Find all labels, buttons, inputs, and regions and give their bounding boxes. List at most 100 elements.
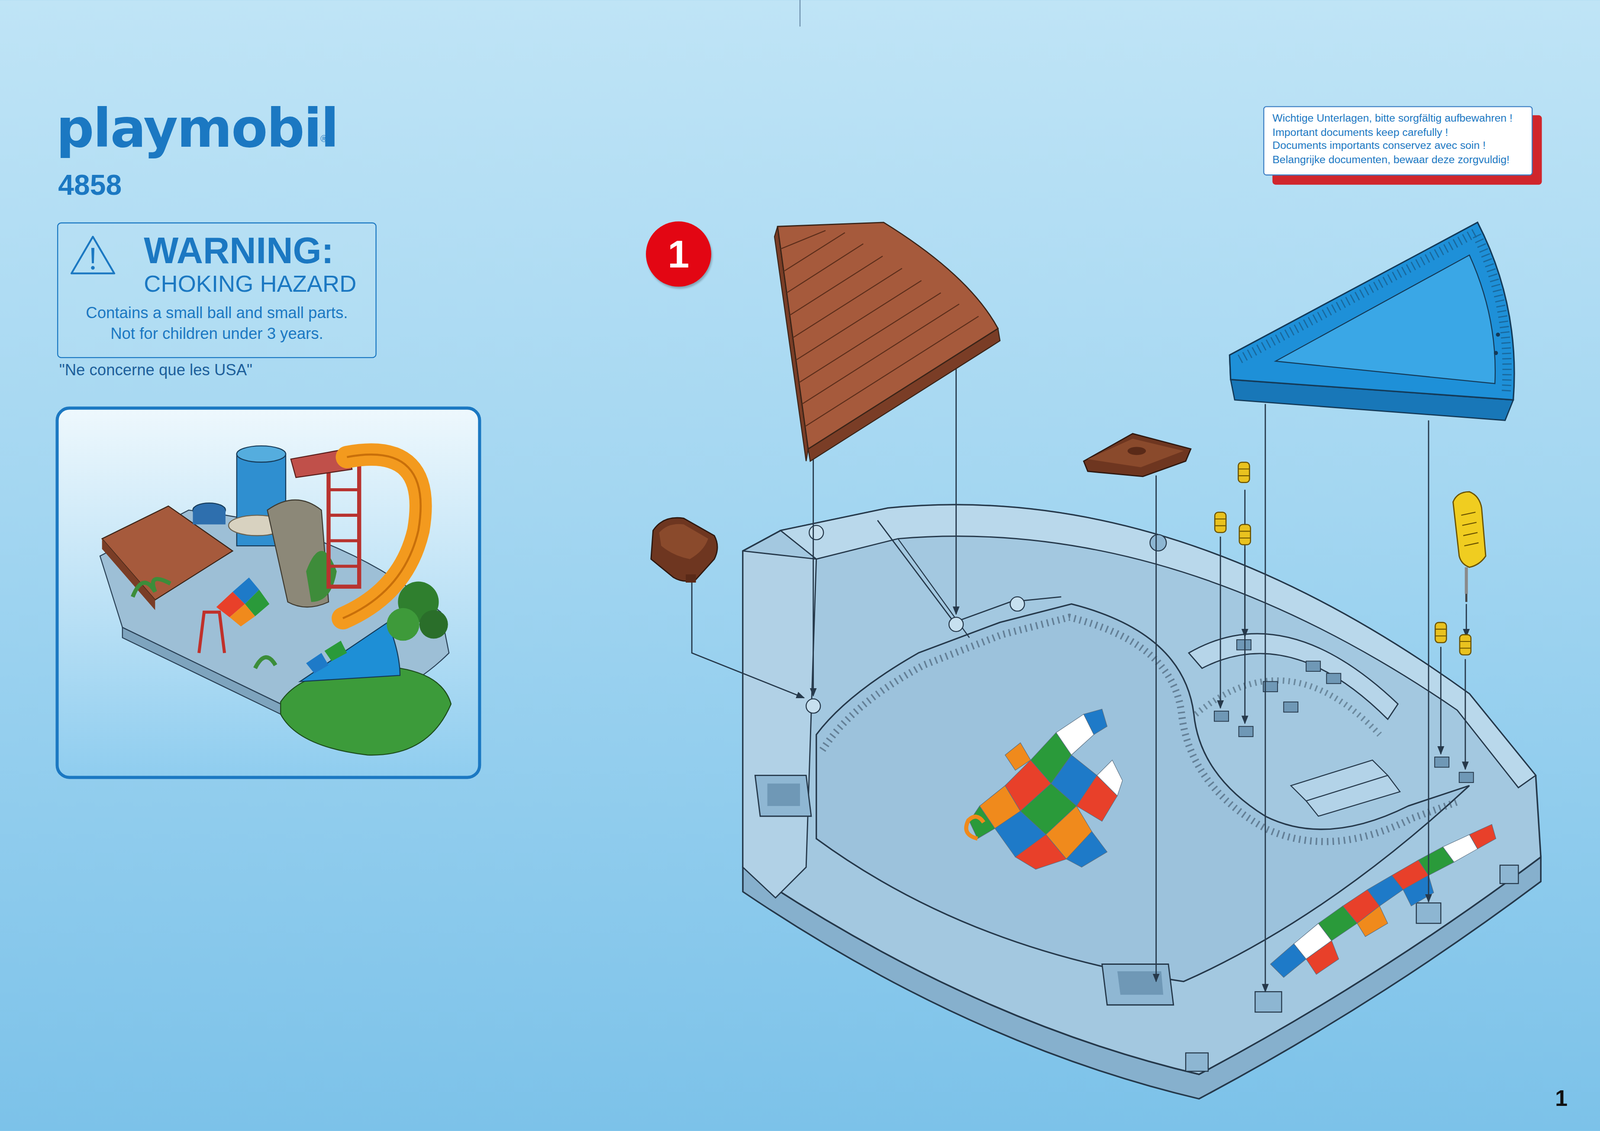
yellow-pin xyxy=(1435,622,1447,643)
yellow-pin xyxy=(1238,462,1250,483)
base-tray xyxy=(897,538,970,639)
notice-line: Documents importants conservez avec soin… xyxy=(1272,138,1486,153)
brown-cover xyxy=(1083,433,1191,477)
floor-mosaic xyxy=(966,816,984,839)
base-tray xyxy=(754,775,812,817)
wall-mosaic xyxy=(1469,824,1496,850)
overview-inset xyxy=(236,445,286,463)
blue-pool xyxy=(1229,222,1515,421)
overview-inset xyxy=(122,627,297,720)
base-tray xyxy=(877,520,1062,623)
warning-icon xyxy=(90,266,95,270)
screwdriver xyxy=(1453,491,1486,568)
base-tray xyxy=(822,617,1458,842)
blue-pool xyxy=(1275,254,1495,384)
base-tray xyxy=(948,617,964,632)
overview-inset xyxy=(199,612,225,653)
wooden-deck xyxy=(796,280,922,361)
blue-pool xyxy=(1496,332,1500,337)
warning-icon xyxy=(91,248,95,264)
notice-line: Wichtige Unterlagen, bitte sorgfältig au… xyxy=(1272,111,1513,126)
overview-inset xyxy=(419,610,449,639)
notice-box: Wichtige Unterlagen, bitte sorgfältig au… xyxy=(1263,106,1533,176)
base-tray xyxy=(1254,991,1282,1013)
usa-note: "Ne concerne que les USA" xyxy=(59,362,253,379)
brown-cover xyxy=(659,524,709,560)
floor-mosaic xyxy=(966,709,1123,870)
base-tray xyxy=(742,504,1541,1075)
base-tray xyxy=(742,551,817,898)
notice-line: Important documents keep carefully ! xyxy=(1272,125,1449,139)
base-tray xyxy=(1434,757,1449,768)
screwdriver xyxy=(1453,491,1486,603)
base-tray xyxy=(1185,1053,1209,1072)
wooden-deck xyxy=(783,232,845,272)
wooden-deck xyxy=(789,256,883,316)
wall-mosaic xyxy=(1270,824,1497,978)
wooden-deck xyxy=(786,243,864,293)
base-tray xyxy=(809,525,824,540)
warning-icon xyxy=(71,236,115,274)
wooden-deck xyxy=(780,230,826,249)
warning-icon xyxy=(68,233,118,277)
screwdriver xyxy=(1465,593,1468,603)
wooden-deck xyxy=(774,222,1000,462)
assembly-line xyxy=(955,359,957,615)
overview-inset xyxy=(328,513,360,517)
wall-mosaic xyxy=(1306,940,1339,975)
assembly-line xyxy=(1219,536,1222,709)
base-tray xyxy=(806,699,821,714)
overview-inset xyxy=(300,622,400,682)
warning-subheading: CHOKING HAZARD xyxy=(143,270,357,297)
floor-mosaic xyxy=(1066,831,1107,868)
set-number: 4858 xyxy=(58,171,122,200)
blue-pool xyxy=(1229,222,1515,400)
warning-heading: WARNING: xyxy=(143,231,334,271)
wall-mosaic xyxy=(1357,906,1388,937)
assembly-line xyxy=(812,454,814,697)
wooden-deck xyxy=(805,316,979,427)
assembly-line xyxy=(1440,646,1442,755)
brown-cover xyxy=(685,574,697,583)
base-tray xyxy=(1238,726,1254,737)
wooden-deck xyxy=(802,303,960,404)
page-number: 1 xyxy=(1554,1087,1568,1111)
overview-inset xyxy=(328,464,360,588)
overview-inset xyxy=(328,488,360,492)
base-tray xyxy=(1236,639,1252,651)
screwdriver xyxy=(1464,567,1468,594)
floor-mosaic xyxy=(1015,834,1067,870)
overview-inset xyxy=(386,608,420,641)
brown-cover xyxy=(1087,438,1184,468)
assembly-line xyxy=(1428,420,1430,903)
assembly-line xyxy=(691,579,804,698)
overview-inset xyxy=(102,506,233,600)
overview-inset xyxy=(306,653,329,674)
wooden-deck xyxy=(780,230,979,427)
brown-cover xyxy=(1127,446,1146,455)
base-tray xyxy=(1290,760,1400,817)
base-tray xyxy=(1306,661,1321,672)
base-tray xyxy=(816,603,1470,982)
floor-mosaic xyxy=(1083,709,1107,735)
overview-inset xyxy=(102,538,156,611)
warning-body: Contains a small ball and small parts. N… xyxy=(79,303,355,345)
yellow-pin xyxy=(1239,524,1251,546)
screwdriver xyxy=(1461,512,1479,546)
base-tray xyxy=(767,783,800,807)
overview-inset xyxy=(306,551,337,603)
assembly-line xyxy=(691,359,1467,992)
base-tray xyxy=(742,504,1541,1100)
step-number-text: 1 xyxy=(667,234,690,274)
brown-cover xyxy=(1083,433,1191,477)
yellow-pin xyxy=(1459,634,1471,655)
brown-cover xyxy=(651,517,718,583)
floor-mosaic xyxy=(1005,742,1031,771)
base-tray xyxy=(1196,680,1380,735)
base-tray xyxy=(1150,534,1167,552)
step-number: 1 xyxy=(645,221,712,288)
fold-mark xyxy=(799,0,801,27)
base-tray xyxy=(1283,702,1298,713)
blue-pool xyxy=(1493,351,1498,355)
